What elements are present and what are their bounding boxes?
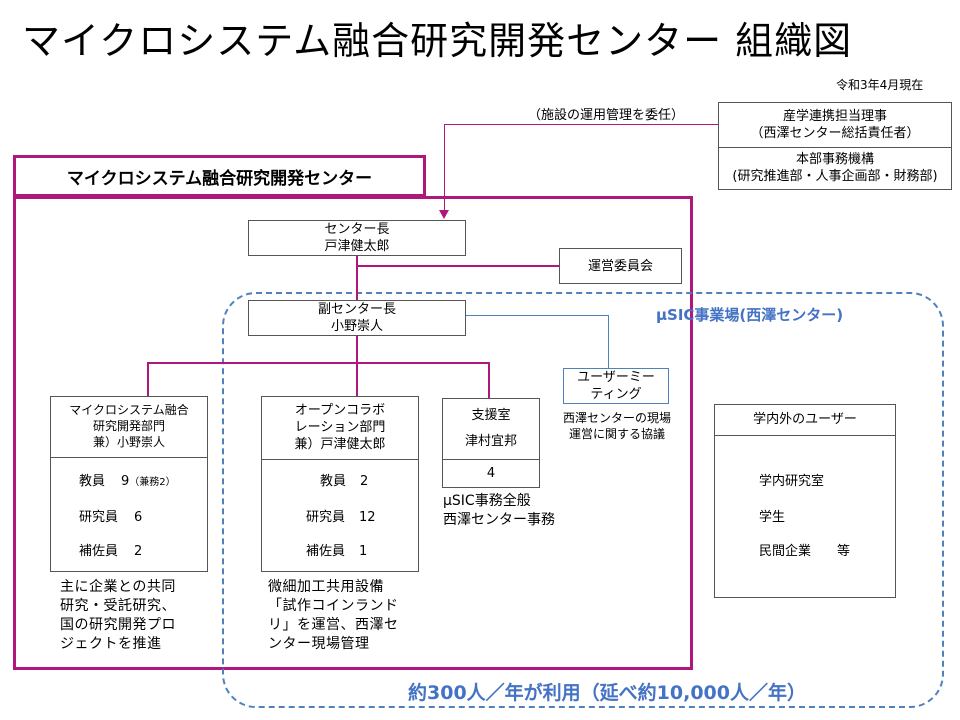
- dept2-staff-row: 補佐員 1: [306, 543, 367, 560]
- dept2-desc-line: ンター現場管理: [268, 636, 370, 652]
- dept2-name2: レーション部門: [294, 419, 386, 435]
- dept2-staff-count: 12: [359, 510, 376, 525]
- line-dept1: [147, 362, 149, 396]
- dept1-staff-row: 研究員 6: [79, 509, 142, 526]
- dept2-desc-line: リ」を運営、西澤セ: [268, 617, 399, 633]
- user-meeting-desc: 西澤センターの現場 運営に関する協議: [548, 410, 686, 442]
- dept1-staff-row: 補佐員 2: [79, 543, 142, 560]
- entrust-arrow-icon: [439, 210, 449, 219]
- dept1-desc-line: 研究・受託研究、: [60, 598, 176, 614]
- dept1-desc: 主に企業との共同 研究・受託研究、 国の研究開発プロ ジェクトを推進: [60, 578, 176, 654]
- center-frame: [13, 196, 693, 670]
- director-box: センター長 戸津健太郎: [248, 220, 466, 256]
- support-desc: μSIC事務全般 西澤センター事務: [443, 492, 555, 530]
- sangaku-honbu-box: 産学連携担当理事 （西澤センター総括責任者） 本部事務機構 (研究推進部・人事企…: [718, 102, 952, 190]
- users-box: 学内外のユーザー 学内研究室 学生 民間企業 等: [714, 404, 896, 598]
- director-name: 戸津健太郎: [324, 239, 390, 254]
- support-desc1: μSIC事務全般: [443, 493, 531, 509]
- honbu-line1: 本部事務機構: [795, 152, 874, 167]
- dept2-name1: オープンコラボ: [294, 402, 386, 418]
- dept1-staff-label: 補佐員: [79, 544, 119, 559]
- dept1-name: マイクロシステム融合 研究開発部門 兼）小野崇人: [51, 399, 207, 453]
- user-meeting-line2: ティング: [590, 387, 642, 402]
- usage-footer: 約300人／年が利用（延べ約10,000人／年）: [408, 682, 806, 704]
- dept1-staff-label: 教員: [79, 474, 106, 489]
- committee-label: 運営委員会: [587, 258, 653, 274]
- users-item: 学内研究室: [759, 474, 825, 489]
- line-dept2: [356, 362, 358, 396]
- sangaku-line2: （西澤センター総括責任者）: [750, 126, 920, 141]
- dept1-box: マイクロシステム融合 研究開発部門 兼）小野崇人 教員 9（兼務2） 研究員 6 補…: [50, 396, 208, 572]
- users-item: 学生: [759, 510, 786, 525]
- dept1-staff-count: 2: [134, 544, 143, 559]
- dept2-desc-line: 「試作コインランド: [268, 598, 399, 614]
- user-meeting-desc1: 西澤センターの現場: [562, 411, 671, 425]
- honbu-line2: (研究推進部・人事企画部・財務部): [732, 169, 938, 184]
- dept1-desc-line: 国の研究開発プロ: [60, 617, 176, 633]
- dept2-staff-label: 補佐員: [306, 544, 346, 559]
- dept1-desc-line: ジェクトを推進: [60, 636, 162, 652]
- center-header-text: マイクロシステム融合研究開発センター: [66, 168, 373, 189]
- line-user-meeting-h: [466, 315, 609, 316]
- support-box: 支援室 津村宜邦 4: [442, 398, 540, 488]
- dept2-staff-count: 1: [359, 544, 368, 559]
- vice-director-box: 副センター長 小野崇人: [248, 300, 466, 336]
- director-title: センター長: [324, 222, 390, 237]
- vice-director-name: 小野崇人: [330, 319, 383, 334]
- dept2-name: オープンコラボ レーション部門 兼）戸津健太郎: [262, 399, 418, 455]
- usic-label: μSIC事業場(西澤センター): [656, 306, 844, 324]
- dept2-staff-label: 研究員: [306, 510, 346, 525]
- line-director-vice: [356, 256, 358, 302]
- date-label: 令和3年4月現在: [836, 78, 924, 92]
- user-meeting-box: ユーザーミー ティング: [563, 368, 669, 404]
- page-title: マイクロシステム融合研究開発センター 組織図: [22, 19, 853, 63]
- dept2-desc: 微細加工共用設備 「試作コインランド リ」を運営、西澤セ ンター現場管理: [268, 578, 399, 654]
- sangaku-line1: 産学連携担当理事: [782, 109, 887, 124]
- entrust-line-v: [444, 124, 445, 212]
- dept1-name3: 兼）小野崇人: [92, 435, 165, 449]
- sangaku-box: 産学連携担当理事 （西澤センター総括責任者）: [719, 105, 951, 145]
- user-meeting-line1: ユーザーミー: [577, 370, 655, 385]
- dept1-name2: 研究開発部門: [92, 419, 165, 433]
- support-desc2: 西澤センター事務: [443, 512, 555, 528]
- dept2-staff-label: 教員: [320, 474, 347, 489]
- dept2-staff-row: 研究員 12: [306, 509, 376, 526]
- dept1-desc-line: 主に企業との共同: [60, 579, 176, 595]
- entrust-line-h: [444, 124, 718, 125]
- committee-box: 運営委員会: [559, 248, 682, 284]
- vice-director-title: 副センター長: [317, 302, 396, 317]
- dept2-box: オープンコラボ レーション部門 兼）戸津健太郎 教員 2 研究員 12 補佐員 1: [261, 396, 419, 572]
- dept2-staff-row: 教員 2: [320, 473, 368, 490]
- support-count: 4: [486, 466, 496, 481]
- honbu-box: 本部事務機構 (研究推進部・人事企画部・財務部): [719, 148, 951, 188]
- users-title: 学内外のユーザー: [753, 412, 857, 427]
- dept2-staff-count: 2: [360, 474, 369, 489]
- dept2-name3: 兼）戸津健太郎: [294, 436, 386, 452]
- dept1-staff-count: 6: [134, 510, 143, 525]
- dept1-staff-row: 教員 9（兼務2）: [79, 473, 176, 491]
- usic-frame: [222, 292, 944, 708]
- dept1-staff-label: 研究員: [79, 510, 119, 525]
- entrust-label: （施設の運用管理を委任）: [528, 108, 685, 123]
- support-person: 津村宜邦: [464, 434, 517, 449]
- line-committee: [356, 265, 559, 267]
- line-support: [488, 362, 490, 398]
- center-header: マイクロシステム融合研究開発センター: [13, 155, 426, 197]
- line-vice-down: [356, 335, 358, 363]
- dept1-name1: マイクロシステム融合: [69, 403, 189, 417]
- dept2-desc-line: 微細加工共用設備: [268, 579, 384, 595]
- users-item: 民間企業 等: [759, 544, 851, 559]
- support-name: 支援室: [471, 408, 511, 423]
- line-user-meeting-v: [608, 315, 609, 368]
- line-branch: [147, 362, 489, 364]
- dept1-staff-note: （兼務2）: [129, 477, 176, 488]
- dept1-staff-count: 9: [121, 474, 130, 489]
- user-meeting-desc2: 運営に関する協議: [568, 427, 665, 441]
